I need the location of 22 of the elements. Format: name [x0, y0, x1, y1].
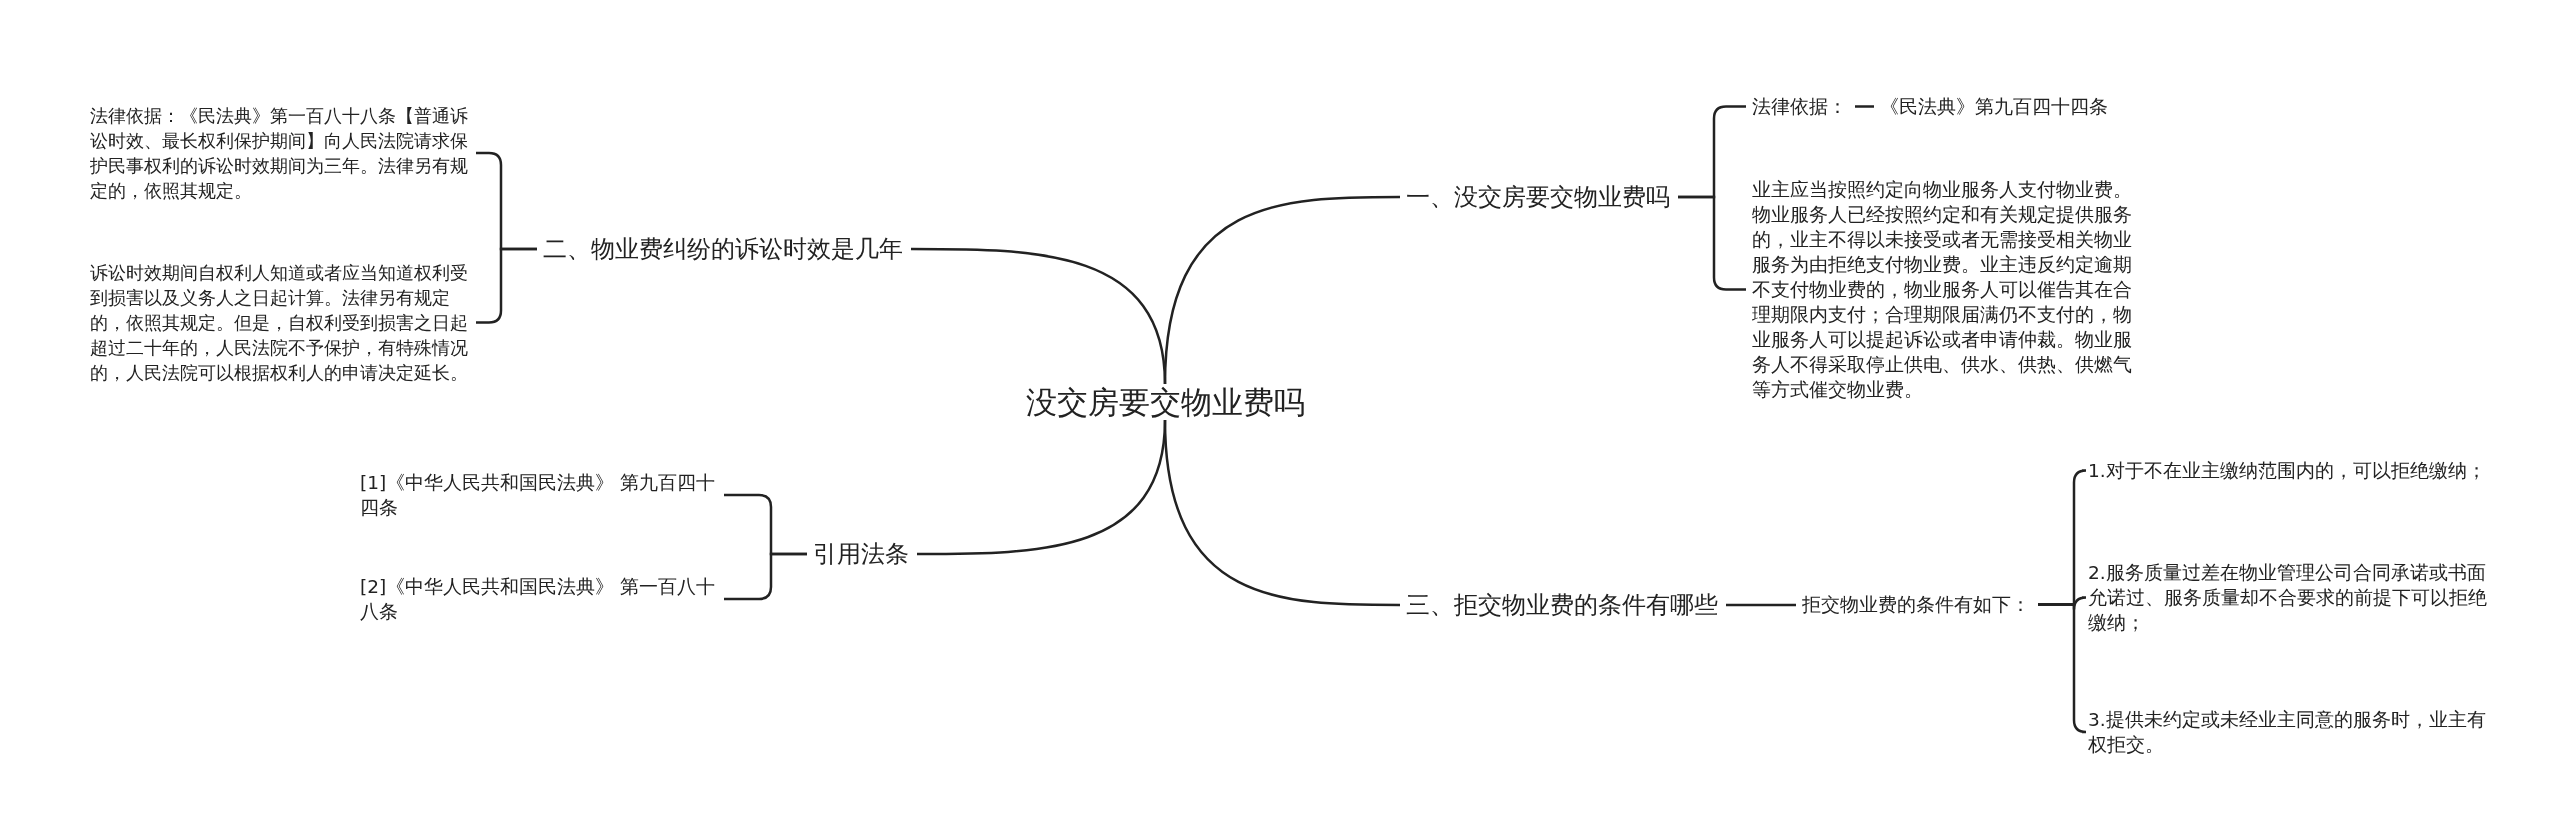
curved-connector — [1163, 419, 1400, 607]
leaf-text: 2.服务质量过差在物业管理公司合同承诺或书面允诺过、服务质量却不合要求的前提下可以拒绝缴纳； — [2082, 558, 2494, 637]
curved-connector — [911, 247, 1167, 385]
leaf-text: 法律依据： — [1746, 92, 1855, 121]
bracket-connector — [724, 552, 807, 601]
leaf-text: 3.提供未约定或未经业主同意的服务时，业主有权拒交。 — [2082, 705, 2494, 759]
branch-topic: 引用法条 — [807, 537, 917, 571]
leaf-text: 拒交物业费的条件有如下： — [1796, 590, 2038, 619]
central-topic: 没交房要交物业费吗 — [1018, 380, 1312, 424]
branch-topic: 二、物业费纠纷的诉讼时效是几年 — [537, 232, 911, 266]
leaf-text: 1.对于不在业主缴纳范围内的，可以拒绝缴纳； — [2082, 456, 2494, 485]
leaf-text: 业主应当按照约定向物业服务人支付物业费。物业服务人已经按照约定和有关规定提供服务的，业主不得以未接受或者无需接受相关物业服务为由拒绝支付物业费。业主违反约定逾期不支付物业费的，物业服务人可以催告其在合理期限内支付；合理期限届满仍不支付的，物业服务人可以提起诉讼或者申请仲裁。物业服务人不得采取停止供电、供水、供热、供燃气等方式催交物业费。 — [1746, 175, 2140, 404]
leaf-text: [1]《中华人民共和国民法典》 第九百四十四条 — [354, 468, 724, 522]
branch-topic: 三、拒交物业费的条件有哪些 — [1400, 588, 1726, 622]
branch-topic: 一、没交房要交物业费吗 — [1400, 180, 1678, 214]
leaf-text: [2]《中华人民共和国民法典》 第一百八十八条 — [354, 572, 724, 626]
leaf-text: 诉讼时效期间自权利人知道或者应当知道权利受到损害以及义务人之日起计算。法律另有规定的，依照其规定。但是，自权利受到损害之日起超过二十年的，人民法院不予保护，有特殊情况的，人民法院可以根据权利人的申请决定延长。 — [84, 258, 476, 387]
connector-line — [1855, 105, 1874, 108]
leaf-text: 《民法典》第九百四十四条 — [1874, 92, 2116, 121]
bracket-connector — [2038, 603, 2088, 734]
connector-line — [1726, 603, 1796, 607]
leaf-text: 法律依据：《民法典》第一百八十八条【普通诉讼时效、最长权利保护期间】向人民法院请求保护民事权利的诉讼时效期间为三年。法律另有规定的，依照其规定。 — [84, 101, 476, 205]
